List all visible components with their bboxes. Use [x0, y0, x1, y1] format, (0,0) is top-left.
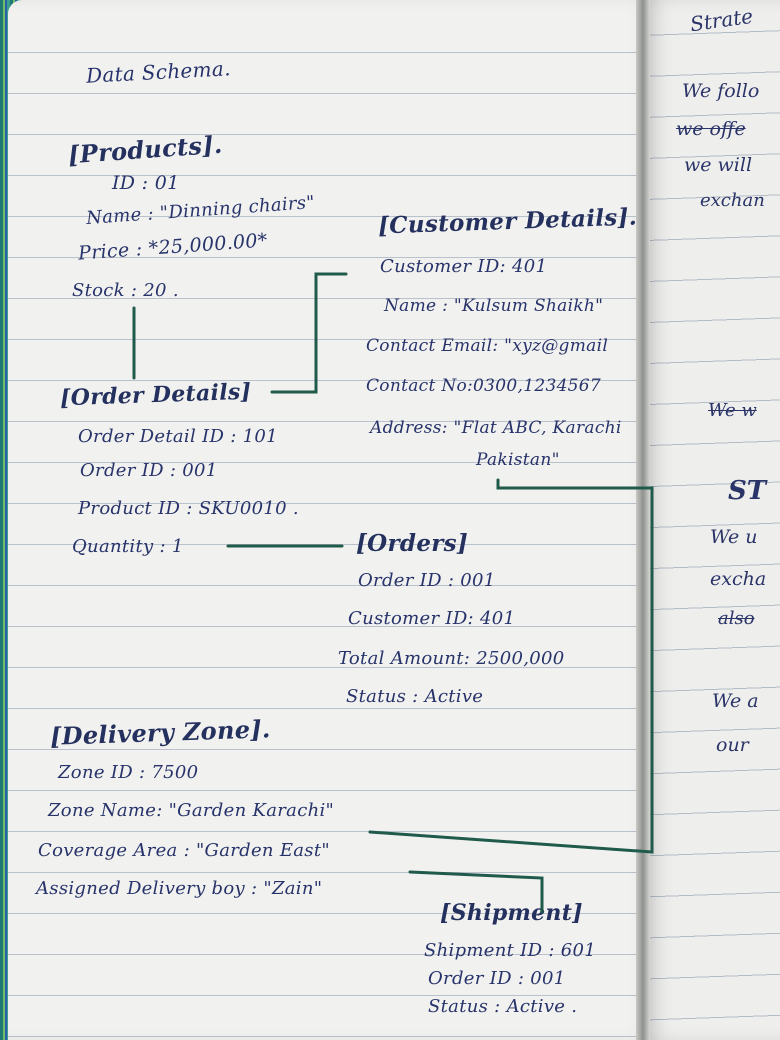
products-field: ID : 01 — [112, 172, 180, 194]
notebook-left-page — [8, 0, 658, 1040]
shipment-field: Order ID : 001 — [428, 968, 566, 989]
right-note: our — [716, 734, 749, 756]
order-details-field: Order Detail ID : 101 — [78, 426, 278, 447]
notebook-right-page — [642, 0, 780, 1040]
right-note: ST — [728, 476, 767, 506]
orders-field: Status : Active — [346, 686, 484, 707]
shipment-heading: [Shipment] — [440, 900, 583, 926]
orders-field: Customer ID: 401 — [348, 608, 516, 629]
customer-details-field: Pakistan" — [476, 450, 560, 470]
order-details-field: Product ID : SKU0010 . — [78, 498, 299, 519]
right-note: We a — [712, 690, 759, 712]
right-note: also — [718, 608, 755, 629]
delivery-zone-field: Zone ID : 7500 — [58, 762, 199, 783]
delivery-zone-field: Assigned Delivery boy : "Zain" — [36, 878, 323, 899]
delivery-zone-field: Coverage Area : "Garden East" — [38, 840, 330, 861]
delivery-zone-field: Zone Name: "Garden Karachi" — [48, 800, 335, 821]
customer-details-field: Contact No:0300,1234567 — [366, 376, 602, 396]
customer-details-field: Name : "Kulsum Shaikh" — [384, 296, 604, 316]
orders-field: Total Amount: 2500,000 — [338, 648, 565, 669]
right-note: we offe — [676, 118, 746, 140]
customer-details-field: Address: "Flat ABC, Karachi — [370, 418, 622, 438]
delivery-zone-to-shipment-line — [408, 870, 544, 914]
shipment-field: Status : Active . — [428, 996, 578, 1017]
orders-field: Order ID : 001 — [358, 570, 496, 591]
right-note: exchan — [700, 190, 765, 211]
right-note: We u — [710, 526, 758, 548]
customer-details-field: Customer ID: 401 — [380, 256, 548, 277]
customer-details-field: Contact Email: "xyz@gmail — [366, 336, 609, 356]
products-field: Stock : 20 . — [72, 280, 179, 301]
right-note: We w — [708, 400, 757, 421]
right-note: we will — [684, 154, 753, 176]
order-details-field: Quantity : 1 — [72, 536, 184, 557]
order-details-to-customer-line — [270, 272, 348, 394]
shipment-field: Shipment ID : 601 — [424, 940, 596, 961]
notebook-binding — [636, 0, 650, 1040]
right-note: We follo — [682, 80, 760, 102]
orders-heading: [Orders] — [356, 530, 469, 557]
right-note: excha — [710, 568, 767, 590]
customer-to-delivery-zone-line — [368, 478, 654, 854]
order-details-field: Order ID : 001 — [80, 460, 218, 481]
